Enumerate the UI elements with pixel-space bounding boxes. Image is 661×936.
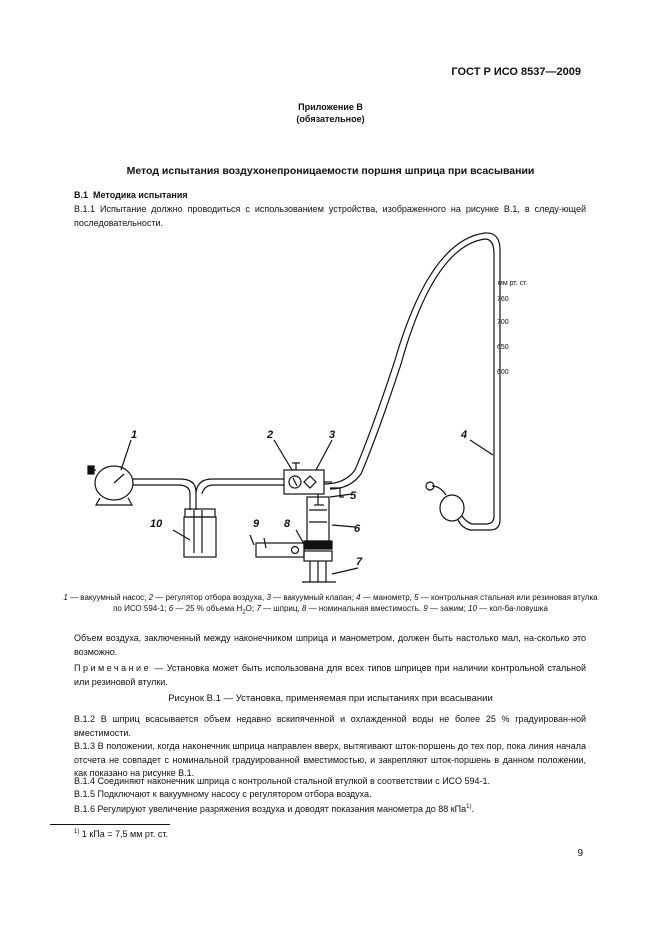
figure-legend: 1 — вакуумный насос; 2 — регулятор отбор… (58, 592, 603, 619)
callout-1: 1 (131, 429, 137, 441)
figure-title: Рисунок В.1 — Установка, применяемая при… (168, 693, 493, 704)
legend-text-7: — шприц, (260, 604, 302, 613)
paragraph-b12: В.1.2 В шприц всасывается объем недавно … (74, 713, 586, 740)
legend-num-2: 2 (148, 593, 154, 602)
manometer-bulb (439, 494, 465, 522)
annex-title: Приложение В (298, 102, 363, 112)
footnote-divider (50, 824, 170, 825)
callout-10: 10 (150, 518, 163, 530)
legend-num-10: 10 (468, 604, 477, 613)
annex-status: (обязательное) (296, 114, 365, 124)
scale-unit: мм рт. ст. (498, 280, 528, 287)
trap-flask-neck (184, 508, 216, 518)
air-regulator (288, 475, 302, 489)
footnote-text: 1 кПа = 7,5 мм рт. ст. (79, 829, 168, 839)
callout-9: 9 (253, 518, 260, 530)
callout-7: 7 (356, 556, 363, 568)
trap-flask (183, 516, 217, 558)
legend-num-1: 1 (63, 593, 68, 602)
callout-2: 2 (266, 429, 273, 441)
subsection-number: В.1 (74, 190, 89, 200)
paragraph-b16-end: . (471, 804, 474, 814)
paragraph-b14: В.1.4 Соединяют наконечник шприца с конт… (74, 775, 586, 789)
scale-tick-700: 700 (497, 319, 509, 326)
document-code: ГОСТ Р ИСО 8537—2009 (451, 66, 581, 78)
legend-text-4: — манометр, (360, 593, 415, 602)
legend-num-4: 4 (356, 593, 361, 602)
subsection-heading: В.1 Методика испытания (74, 190, 188, 200)
scale-tick-650: 650 (497, 344, 509, 351)
scale-tick-760: 760 (497, 296, 509, 303)
page-number: 9 (577, 848, 583, 859)
paragraph-b13-text: В.1.3 В положении, когда наконечник шпри… (74, 741, 586, 778)
paragraph-b11: В.1.1 Испытание должно проводиться с исп… (74, 203, 586, 230)
paragraph-b12-text: В.1.2 В шприц всасывается объем недавно … (74, 714, 586, 738)
vacuum-pump (94, 465, 134, 501)
footnote-mark: 1) (74, 829, 80, 835)
legend-num-6: 6 (168, 604, 174, 613)
figure-b1: мм рт. ст. 760 700 650 600 1 2 3 4 5 6 7… (87, 232, 528, 583)
callout-8: 8 (284, 518, 291, 530)
legend-text-5: — контрольная стальная или резиновая вту… (113, 593, 598, 613)
paragraph-b14-text: В.1.4 Соединяют наконечник шприца с конт… (74, 776, 491, 786)
legend-text-9: — зажим; (427, 604, 469, 613)
legend-num-5: 5 (414, 593, 419, 602)
legend-text-3: — вакуумный клапан; (270, 593, 357, 602)
legend-text-2: — регулятор отбора воздуха, (153, 593, 267, 602)
paragraph-volume-text: Объем воздуха, заключенный между наконеч… (74, 633, 586, 657)
callout-4: 4 (460, 429, 467, 441)
callout-5: 5 (350, 490, 357, 502)
section-title: Метод испытания воздухонепроницаемости п… (126, 165, 535, 177)
legend-text-10: — кол-ба-ловушка (476, 604, 548, 613)
legend-num-9: 9 (423, 604, 428, 613)
legend-subscript: 2 (242, 609, 246, 616)
paragraph-b13: В.1.3 В положении, когда наконечник шпри… (74, 740, 586, 781)
legend-text-8: — номинальная вместимость. (306, 604, 424, 613)
legend-text-1: — вакуумный насос; (67, 593, 149, 602)
vacuum-valve (303, 475, 317, 489)
annex-header: Приложение В (обязательное) (0, 101, 661, 125)
footnote: 1) 1 кПа = 7,5 мм рт. ст. (74, 829, 168, 839)
clamp (303, 550, 333, 562)
paragraph-volume: Объем воздуха, заключенный между наконеч… (74, 632, 586, 659)
paragraph-b15: В.1.5 Подключают к вакуумному насосу с р… (74, 788, 586, 802)
scale-tick-600: 600 (497, 369, 509, 376)
legend-text-6b: O; (245, 604, 257, 613)
footnote-reference: 1) (466, 804, 472, 810)
callout-3: 3 (329, 429, 335, 441)
paragraph-b15-text: В.1.5 Подключают к вакуумному насосу с р… (74, 789, 372, 799)
paragraph-b11-text: В.1.1 Испытание должно проводиться с исп… (74, 204, 586, 228)
paragraph-b16: В.1.6 Регулируют увеличение разряжения в… (74, 801, 586, 817)
legend-num-7: 7 (256, 604, 261, 613)
paragraph-b16-text: В.1.6 Регулируют увеличение разряжения в… (74, 804, 467, 814)
clamp-bar (255, 542, 305, 558)
note: Примечание — Установка может быть исполь… (74, 662, 586, 689)
note-label: Примечание (74, 663, 152, 673)
note-text: — Установка может быть использована для … (74, 663, 586, 687)
subsection-title: Методика испытания (93, 190, 188, 200)
legend-text-6: — 25 % объема H (173, 604, 243, 613)
legend-num-8: 8 (301, 604, 307, 613)
legend-num-3: 3 (266, 593, 271, 602)
callout-6: 6 (354, 523, 361, 535)
